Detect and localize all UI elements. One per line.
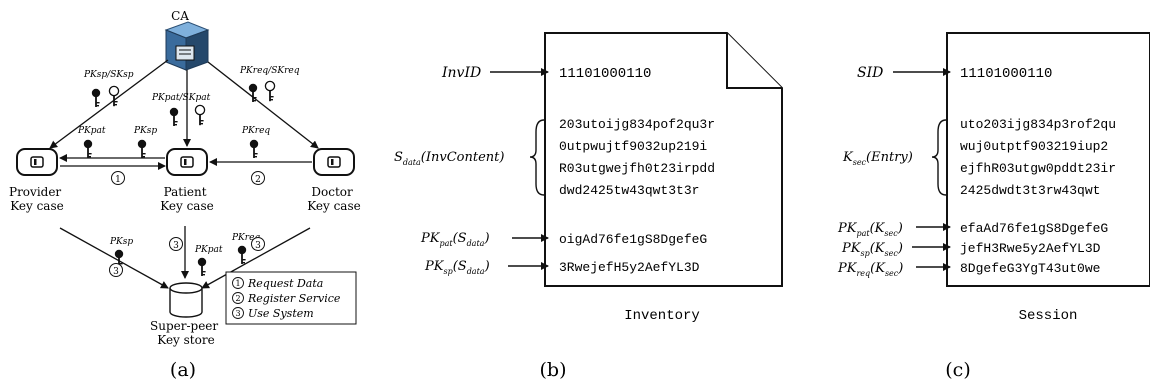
pkpat-sdata-label: PKpat(Sdata) <box>420 231 490 248</box>
ca-label: CA <box>171 9 189 23</box>
content-line: 2425dwdt3t3rw43qwt <box>960 183 1100 198</box>
content-line: R03utgwejfh0t23irpdd <box>559 161 715 176</box>
legend-register-service: Register Service <box>247 292 341 305</box>
provider-keycase-icon <box>16 148 58 176</box>
pkpat-sdata-value: oigAd76fe1gS8DgefeG <box>559 232 707 247</box>
content-line: 203utoijg834pof2qu3r <box>559 117 715 132</box>
session-document-icon <box>946 32 1150 287</box>
pksp-ksec-label: PKsp(Ksec) <box>841 241 903 258</box>
ca-provider-keypair-label: PKsp/SKsp <box>83 70 134 80</box>
provider-to-store-arrow <box>59 227 169 289</box>
patient-label: Patient Key case <box>160 185 213 213</box>
caption-b: (b) <box>540 359 567 381</box>
pksp-ksec-value: jefH3Rwe5y2AefYL3D <box>960 241 1101 256</box>
pksp-sdata-value: 3RwejefH5y2AefYL3D <box>559 260 700 275</box>
panel-a: CA PKsp/SKsp PKreq/SKreq PKpat/SKpat PKp… <box>9 9 361 381</box>
content-line: dwd2425tw43qwt3t3r <box>559 183 699 198</box>
content-line: 0utpwujtf9032up219i <box>559 139 707 154</box>
pkreq-label: PKreq <box>241 126 270 136</box>
legend-box <box>225 271 357 325</box>
ca-doctor-keypair-label: PKreq/SKreq <box>239 66 300 76</box>
key-store-icon <box>169 282 203 318</box>
content-brace <box>529 119 545 196</box>
step-3-marker-patient: 3 <box>173 241 179 251</box>
content-line: uto203ijg834p3rof2qu <box>960 117 1116 132</box>
inventory-document-icon <box>544 32 783 287</box>
sid-label: SID <box>857 65 883 81</box>
step-3-marker-provider: 3 <box>113 267 119 277</box>
key-icon <box>197 257 207 276</box>
inventory-title: Inventory <box>624 308 700 324</box>
content-line: ejfhR03utgw0pddt23ir <box>960 161 1116 176</box>
store-pkpat-label: PKpat <box>194 245 223 255</box>
caption-c: (c) <box>945 359 970 381</box>
session-title: Session <box>1019 308 1078 324</box>
legend-num-2: 2 <box>235 294 240 303</box>
caption-a: (a) <box>170 359 196 381</box>
key-icon <box>249 139 259 158</box>
pkpat-label: PKpat <box>77 126 106 136</box>
content-line: wuj0utptf903219iup2 <box>960 139 1108 154</box>
content-signature-label: Sdata(InvContent) <box>394 150 504 167</box>
legend-num-3: 3 <box>235 309 240 318</box>
key-icon <box>194 104 206 126</box>
legend-request-data: Request Data <box>247 277 323 290</box>
pksp-label: PKsp <box>133 126 157 136</box>
ca-to-doctor-arrow <box>207 61 319 149</box>
store-pkreq-label: PKreq <box>231 233 260 243</box>
key-icon <box>83 139 93 158</box>
key-icon <box>264 80 276 102</box>
step-2-marker: 2 <box>255 175 261 185</box>
session-id-value: 11101000110 <box>960 66 1052 82</box>
inventory-id-value: 11101000110 <box>559 66 651 82</box>
pkreq-ksec-value: 8DgefeG3YgT43ut0we <box>960 261 1100 276</box>
pkpat-ksec-label: PKpat(Ksec) <box>837 221 903 238</box>
key-icon <box>169 107 179 126</box>
legend-num-1: 1 <box>235 279 240 288</box>
doctor-to-store-arrow <box>201 227 311 289</box>
ksec-entry-label: Ksec(Entry) <box>842 150 913 167</box>
pksp-sdata-label: PKsp(Sdata) <box>424 259 490 276</box>
panel-c: SID 11101000110 Ksec(Entry) uto203ijg834… <box>837 32 1150 381</box>
ca-patient-keypair-label: PKpat/SKpat <box>151 93 211 103</box>
key-icon <box>237 245 247 264</box>
doctor-keycase-icon <box>313 148 355 176</box>
key-icon <box>137 139 147 158</box>
inventory-content: 203utoijg834pof2qu3r 0utpwujtf9032up219i… <box>559 117 715 198</box>
pkreq-ksec-label: PKreq(Ksec) <box>837 261 903 278</box>
step-3-marker-doctor: 3 <box>255 241 261 251</box>
content-brace <box>931 119 947 196</box>
doctor-label: Doctor Key case <box>307 185 360 213</box>
ca-server-icon <box>164 21 210 71</box>
provider-label: Provider Key case <box>9 185 65 213</box>
patient-keycase-icon <box>166 148 208 176</box>
step-1-marker: 1 <box>115 175 121 185</box>
key-icon <box>91 88 101 107</box>
ca-to-provider-arrow <box>49 59 169 149</box>
invid-label: InvID <box>441 65 481 81</box>
pkpat-ksec-value: efaAd76fe1gS8DgefeG <box>960 221 1108 236</box>
panel-b: InvID 11101000110 Sdata(InvContent) 203u… <box>394 32 783 381</box>
store-pksp-label: PKsp <box>109 237 133 247</box>
key-store-label: Super-peer Key store <box>150 319 222 347</box>
session-content: uto203ijg834p3rof2qu wuj0utptf903219iup2… <box>960 117 1116 198</box>
legend-use-system: Use System <box>248 307 314 320</box>
